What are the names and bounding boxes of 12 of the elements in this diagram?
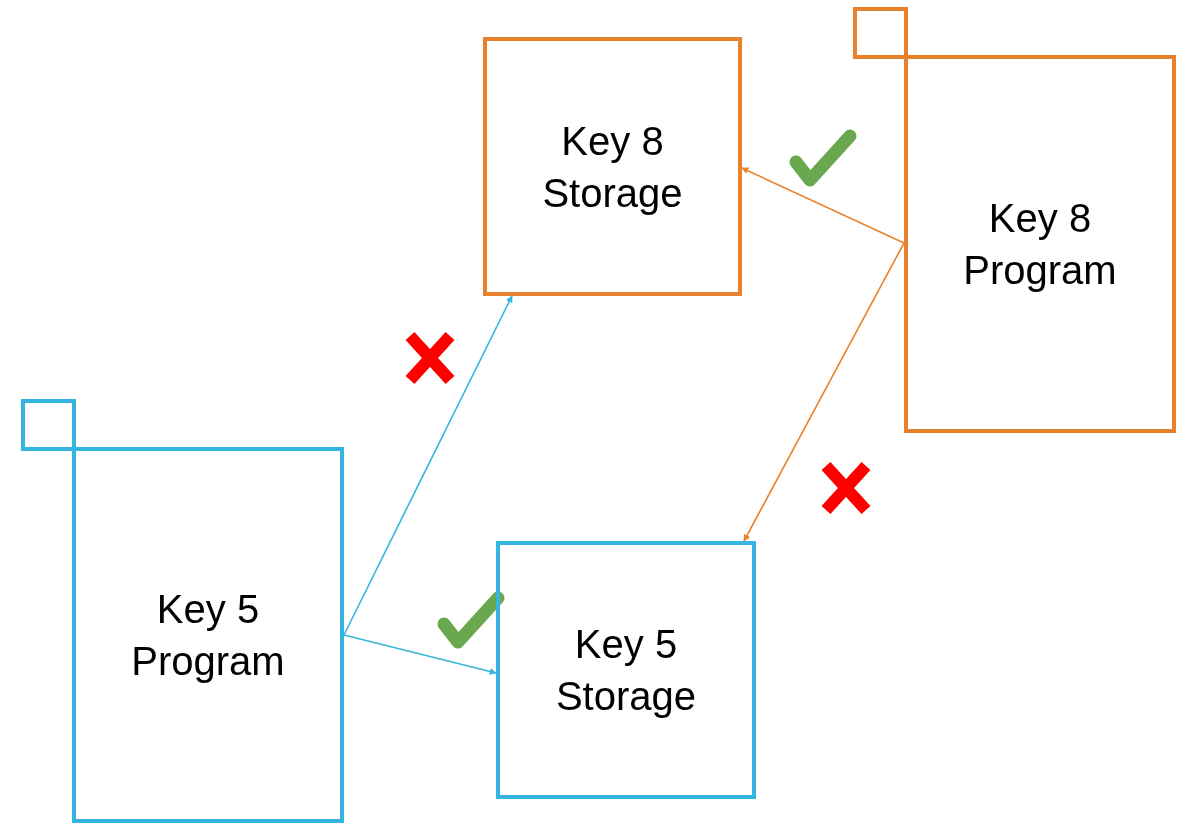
arrow: [343, 295, 513, 636]
process-box: [904, 55, 1176, 433]
box-label: Key 5 Program: [130, 586, 286, 685]
arrow: [343, 634, 497, 675]
box-label: Key 8 Program: [962, 195, 1118, 294]
process-box: [72, 447, 344, 823]
box-label: Key 8 Storage: [541, 117, 684, 217]
process-box: [496, 541, 756, 799]
arrow: [741, 167, 905, 244]
box-label: Key 5 Storage: [554, 621, 698, 720]
arrow: [743, 242, 905, 542]
process-box: [483, 37, 742, 296]
